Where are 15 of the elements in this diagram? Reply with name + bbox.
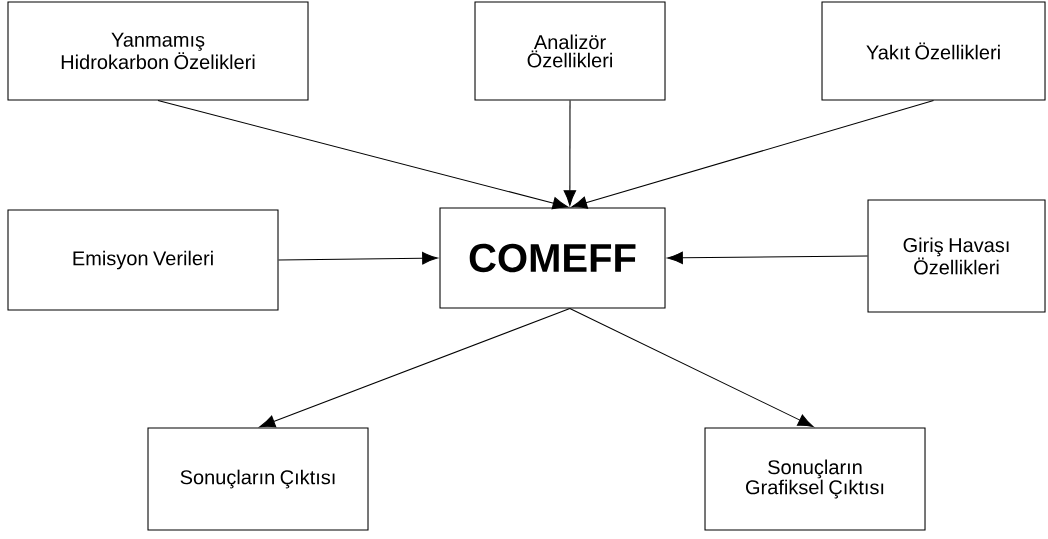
process-box: Giriş Havası Özellikleri — [867, 199, 1046, 313]
arrow — [569, 308, 814, 428]
process-box: Yanmamış Hidrokarbon Özelikleri — [7, 1, 309, 101]
arrow — [278, 251, 438, 265]
arrow — [157, 100, 569, 210]
process-box: Emisyon Verileri — [7, 209, 279, 311]
arrow — [259, 308, 571, 428]
arrow — [571, 100, 935, 209]
process-box: Yakıt Özellikleri — [821, 1, 1046, 101]
process-box: Sonuçların Grafiksel Çıktısı — [704, 427, 926, 531]
process-box: Sonuçların Çıktısı — [147, 427, 369, 531]
arrow — [667, 251, 868, 265]
process-box: Analizör Özellikleri — [474, 1, 666, 101]
process-box: COMEFF — [439, 207, 666, 309]
arrow — [563, 100, 577, 206]
